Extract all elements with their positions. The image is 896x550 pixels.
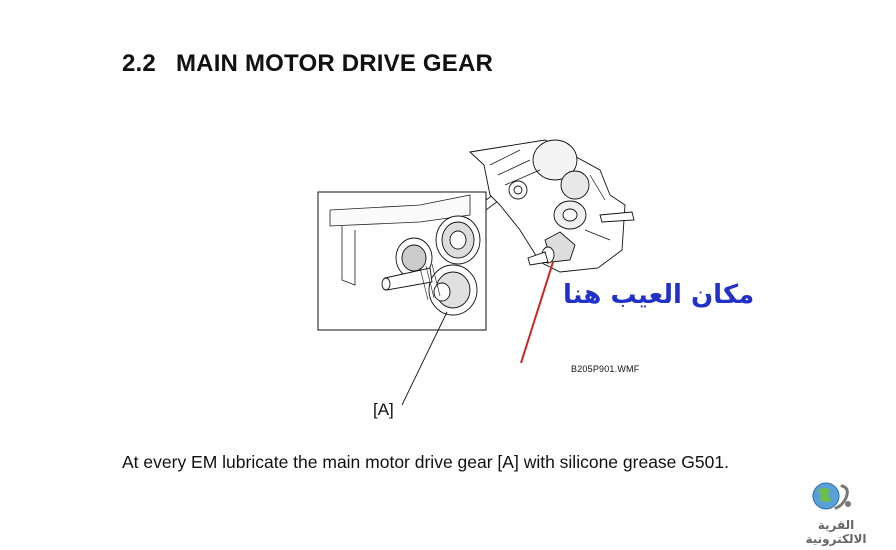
section-title: MAIN MOTOR DRIVE GEAR bbox=[175, 50, 494, 77]
lubrication-instruction: At every EM lubricate the main motor dri… bbox=[122, 452, 729, 472]
site-name: القرية الالكترونية bbox=[805, 518, 867, 546]
inset-bracket bbox=[329, 194, 471, 227]
callout-leader-line bbox=[401, 311, 448, 406]
inset-gear-upper bbox=[435, 215, 481, 265]
inset-gear-middle bbox=[395, 237, 433, 279]
figure-file-name: B205P901.WMF bbox=[571, 364, 640, 374]
inset-gear-a bbox=[428, 264, 478, 316]
globe-icon bbox=[812, 482, 851, 510]
main-assembly bbox=[469, 139, 635, 273]
defect-location-note: مكان العيب هنا bbox=[563, 280, 755, 310]
callout-label-a: [A] bbox=[373, 400, 394, 419]
site-watermark: القرية الالكترونية bbox=[786, 478, 886, 546]
inset-shaft bbox=[381, 267, 433, 291]
section-heading: 2.2 MAIN MOTOR DRIVE GEAR bbox=[122, 50, 493, 78]
defect-pointer-line bbox=[520, 261, 554, 364]
section-number: 2.2 bbox=[122, 50, 156, 77]
inset-hatching bbox=[419, 263, 441, 301]
